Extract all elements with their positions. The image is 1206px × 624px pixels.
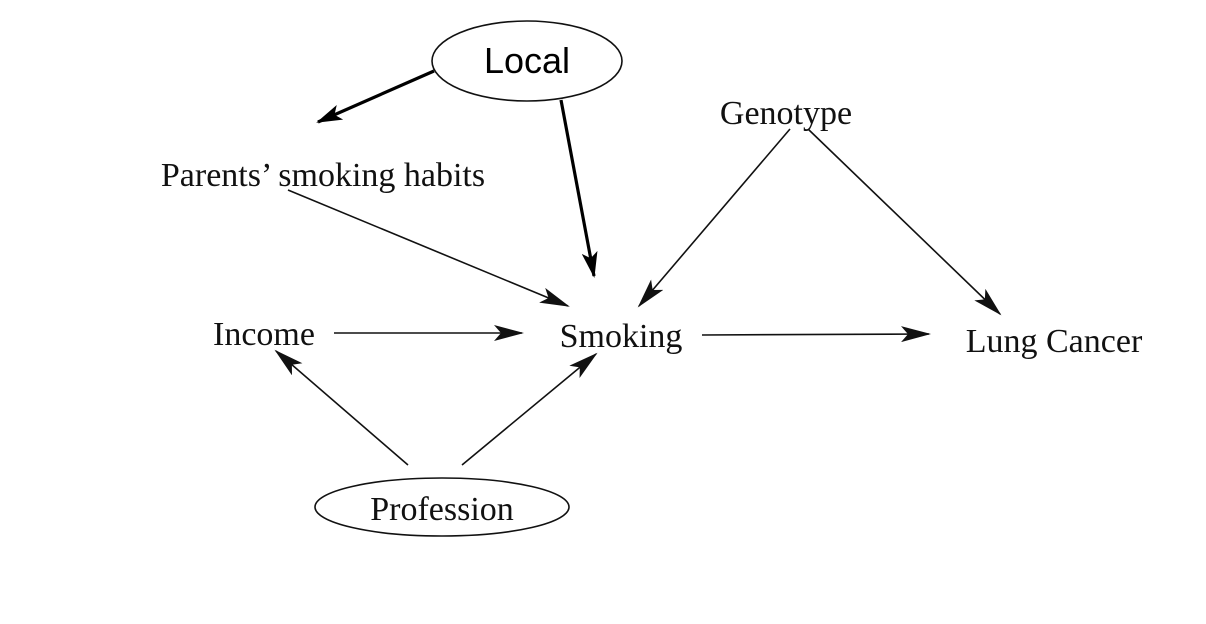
node-smoking-label: Smoking <box>560 318 683 355</box>
edge-genotype-to-lung-cancer <box>807 128 1002 316</box>
node-local-ellipse <box>431 20 623 102</box>
node-income-label: Income <box>213 316 315 353</box>
node-profession-ellipse <box>314 477 570 537</box>
node-local: Local <box>431 20 623 102</box>
node-profession-label: Profession <box>370 491 514 528</box>
edge-profession-to-smoking <box>461 352 598 466</box>
node-lung-cancer-label: Lung Cancer <box>966 323 1143 360</box>
node-profession: Profession <box>314 477 570 537</box>
edge-genotype-to-smoking <box>637 128 791 308</box>
node-genotype-label: Genotype <box>720 95 852 132</box>
node-parents-smoking-habits-label: Parents’ smoking habits <box>161 157 485 194</box>
edge-smoking-to-lung-cancer <box>701 326 931 343</box>
edge-local-to-smoking <box>559 99 598 278</box>
edge-profession-to-income <box>274 349 409 466</box>
edge-parents-to-smoking <box>287 189 570 307</box>
node-local-label: Local <box>484 40 570 81</box>
edge-local-to-parents <box>316 69 435 124</box>
